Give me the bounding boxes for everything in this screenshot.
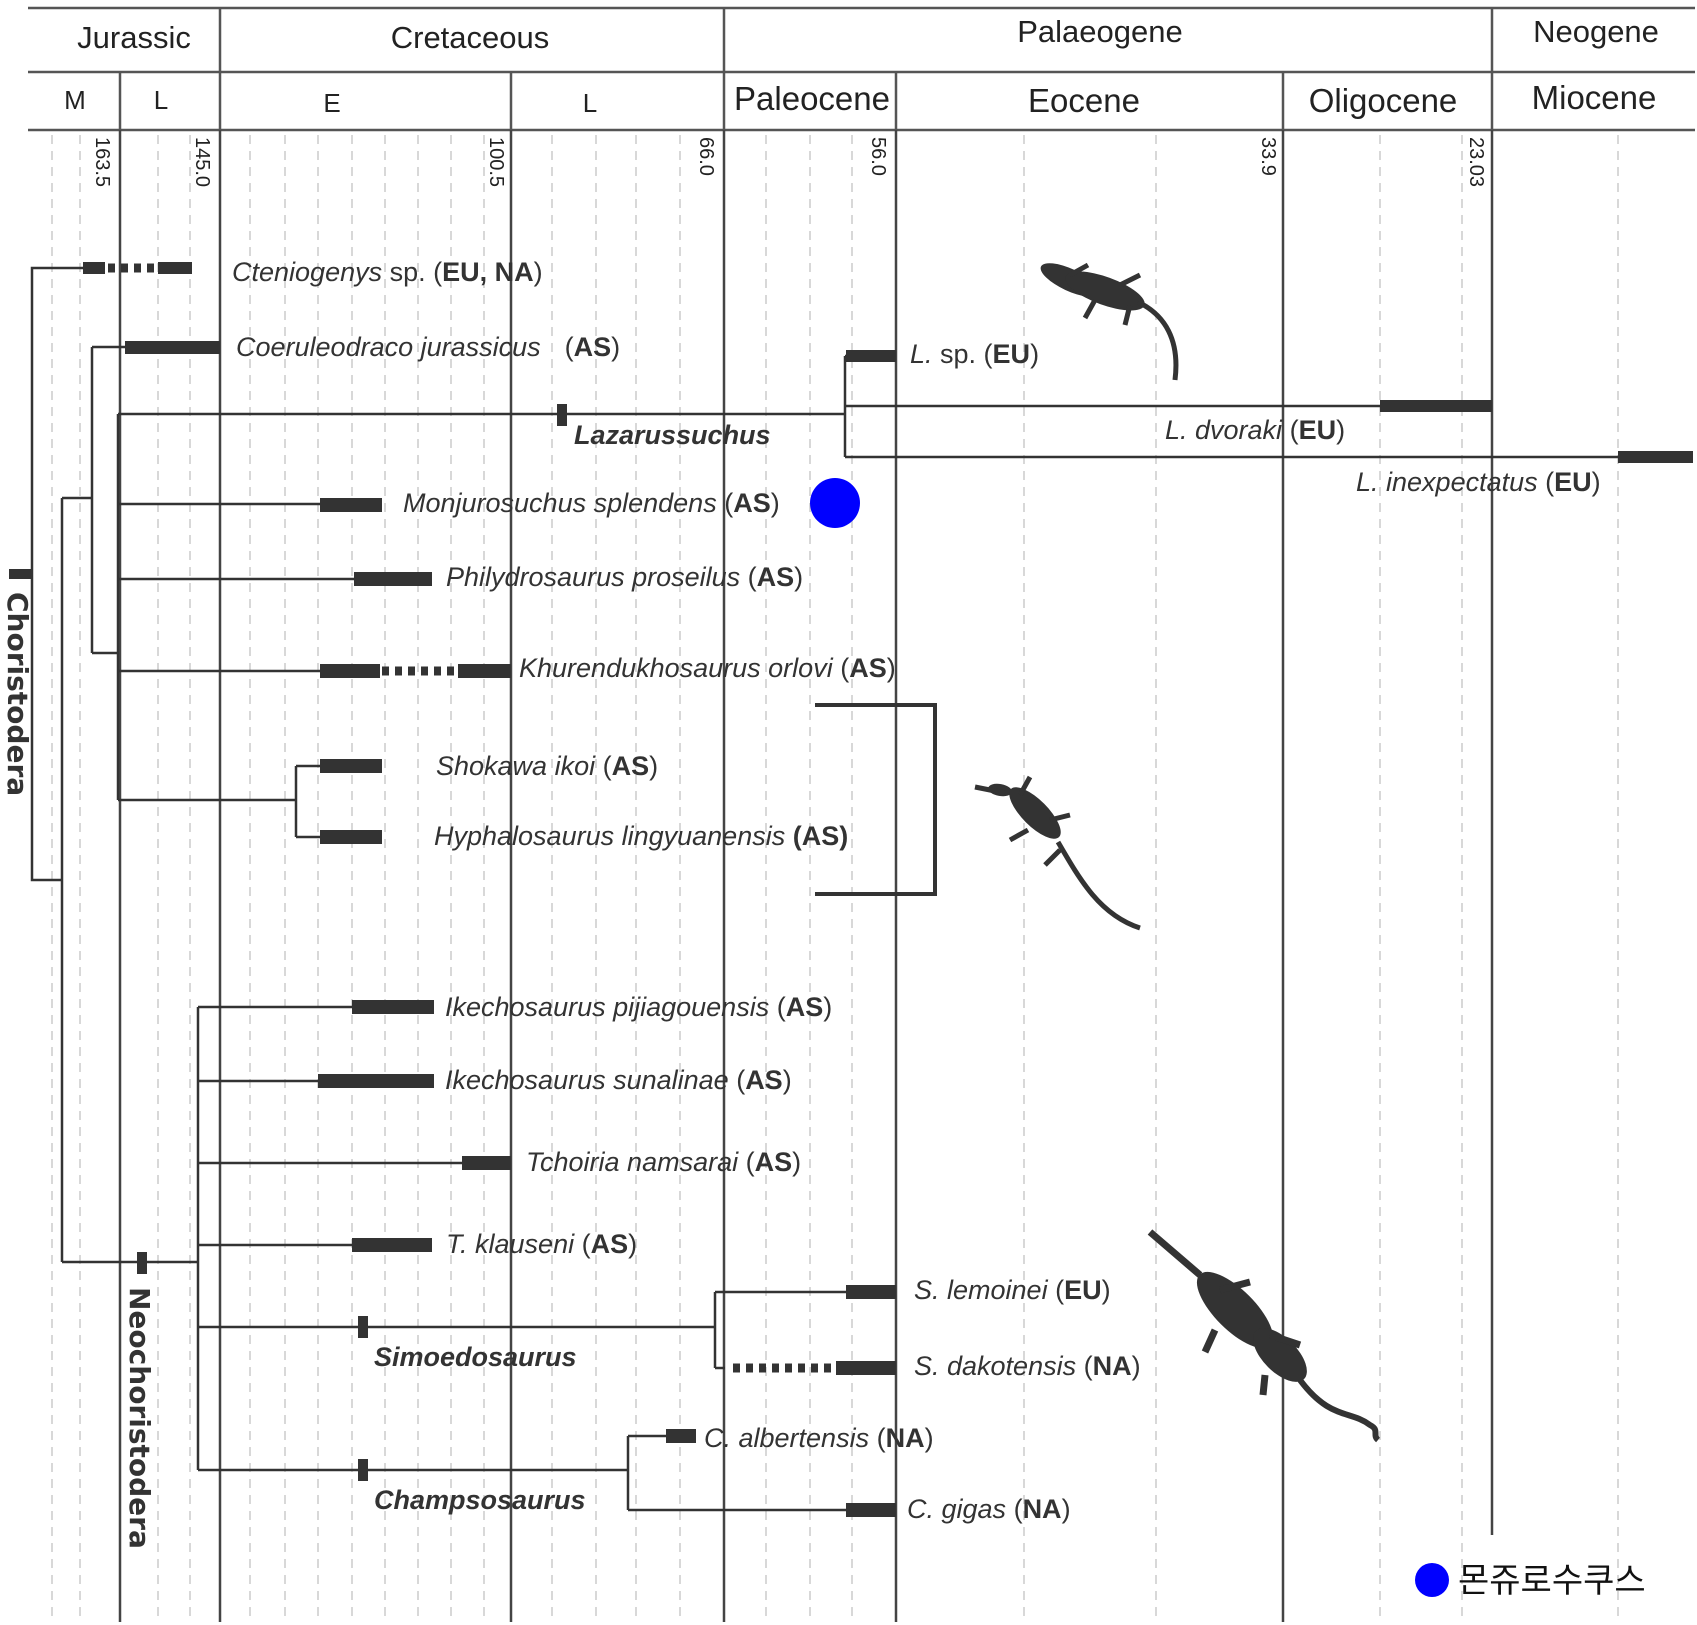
label-ikecho-pij: Ikechosaurus pijiagouensis (AS) bbox=[445, 992, 832, 1022]
label-l-inexpectatus: L. inexpectatus (EU) bbox=[1356, 467, 1601, 497]
epoch-cretaceous-early: E bbox=[323, 88, 340, 118]
range-bar-l-sp bbox=[846, 350, 896, 362]
range-bar-l-inexpectatus bbox=[1618, 451, 1693, 463]
label-monjurosuchus: Monjurosuchus splendens (AS) bbox=[403, 488, 780, 518]
label-s-dakotensis: S. dakotensis (NA) bbox=[914, 1351, 1141, 1381]
epoch-jurassic-late: L bbox=[154, 85, 168, 115]
range-bar-cteniogenys-a bbox=[83, 262, 105, 274]
tree-branches bbox=[30, 266, 1618, 1512]
epoch-miocene: Miocene bbox=[1532, 79, 1657, 116]
choristoderan-silhouette-icon bbox=[974, 775, 1141, 931]
range-bar-l-dvoraki bbox=[1380, 400, 1492, 412]
time-scale-header: Jurassic Cretaceous Palaeogene Neogene M… bbox=[28, 6, 1695, 132]
label-c-gigas: C. gigas (NA) bbox=[907, 1494, 1071, 1524]
label-t-klauseni: T. klauseni (AS) bbox=[446, 1229, 637, 1259]
epoch-eocene: Eocene bbox=[1028, 82, 1140, 119]
range-bar-khurendukhosaurus-a bbox=[320, 664, 380, 678]
label-khurendukhosaurus: Khurendukhosaurus orlovi (AS) bbox=[519, 653, 896, 683]
period-palaeogene: Palaeogene bbox=[1017, 14, 1183, 49]
node-mark-lazarussuchus bbox=[557, 404, 567, 426]
period-cretaceous: Cretaceous bbox=[391, 20, 550, 55]
clade-lazarussuchus: Lazarussuchus bbox=[574, 420, 771, 450]
taxon-labels: Cteniogenys sp. (EU, NA) Coeruleodraco j… bbox=[232, 257, 1601, 1524]
node-mark-simoedosaurus bbox=[358, 1316, 368, 1338]
clade-simoedosaurus: Simoedosaurus bbox=[374, 1342, 577, 1372]
tick-33-9: 33.9 bbox=[1257, 137, 1279, 176]
epoch-cretaceous-late: L bbox=[583, 88, 597, 118]
range-bar-tchoiria bbox=[462, 1156, 511, 1170]
clade-labels: Lazarussuchus Simoedosaurus Champsosauru… bbox=[1, 420, 771, 1549]
tick-163-5: 163.5 bbox=[91, 137, 113, 187]
label-ikecho-sun: Ikechosaurus sunalinae (AS) bbox=[445, 1065, 792, 1095]
tick-56-0: 56.0 bbox=[867, 137, 889, 176]
node-mark-choristodera bbox=[9, 569, 31, 579]
label-l-sp: L. sp. (EU) bbox=[910, 339, 1039, 369]
range-bar-t-klauseni bbox=[352, 1238, 432, 1252]
range-bar-coeruleodraco bbox=[125, 341, 220, 354]
label-hyphalosaurus: Hyphalosaurus lingyuanensis (AS) bbox=[434, 821, 848, 851]
range-bar-c-gigas bbox=[846, 1503, 896, 1517]
range-bars bbox=[9, 262, 1693, 1517]
range-bar-s-dakotensis bbox=[836, 1361, 896, 1375]
range-bar-hyphalosaurus bbox=[320, 830, 382, 844]
epoch-jurassic-middle: M bbox=[64, 85, 86, 115]
range-bar-khurendukhosaurus-b bbox=[458, 664, 511, 678]
tick-100-5: 100.5 bbox=[485, 137, 507, 187]
lizard-silhouette-icon bbox=[1040, 262, 1179, 381]
range-bar-ikecho-sun bbox=[318, 1074, 434, 1088]
clade-champsosaurus: Champsosaurus bbox=[374, 1485, 586, 1515]
label-coeruleodraco: Coeruleodraco jurassicus(AS) bbox=[236, 332, 620, 362]
label-l-dvoraki: L. dvoraki (EU) bbox=[1165, 415, 1345, 445]
monjurosuchus-marker bbox=[810, 478, 860, 528]
epoch-paleocene: Paleocene bbox=[734, 80, 890, 117]
legend: 몬쥬로수쿠스 bbox=[1415, 1561, 1646, 1601]
range-bar-ikecho-pij bbox=[352, 1000, 434, 1014]
clade-neochoristodera: Neochoristodera bbox=[123, 1287, 156, 1549]
period-jurassic: Jurassic bbox=[77, 20, 191, 55]
legend-label: 몬쥬로수쿠스 bbox=[1458, 1561, 1646, 1601]
node-mark-neochoristodera bbox=[137, 1252, 147, 1274]
label-c-albertensis: C. albertensis (NA) bbox=[704, 1423, 934, 1453]
range-bar-philydrosaurus bbox=[354, 572, 432, 586]
tick-66-0: 66.0 bbox=[695, 137, 717, 176]
label-tchoiria: Tchoiria namsarai (AS) bbox=[526, 1147, 801, 1177]
range-bar-shokawa bbox=[320, 759, 382, 773]
age-ticks: 163.5 145.0 100.5 66.0 56.0 33.9 23.03 bbox=[91, 137, 1487, 187]
range-bar-c-albertensis bbox=[666, 1429, 696, 1443]
champsosaur-silhouette-icon bbox=[1147, 1229, 1381, 1443]
epoch-oligocene: Oligocene bbox=[1309, 82, 1458, 119]
label-shokawa: Shokawa ikoi (AS) bbox=[436, 751, 658, 781]
period-neogene: Neogene bbox=[1533, 14, 1659, 49]
label-s-lemoinei: S. lemoinei (EU) bbox=[914, 1275, 1111, 1305]
tick-23-03: 23.03 bbox=[1465, 137, 1487, 187]
legend-swatch bbox=[1415, 1563, 1449, 1597]
label-cteniogenys: Cteniogenys sp. (EU, NA) bbox=[232, 257, 543, 287]
label-philydrosaurus: Philydrosaurus proseilus (AS) bbox=[446, 562, 803, 592]
range-bar-s-lemoinei bbox=[846, 1285, 896, 1299]
range-bar-monjurosuchus bbox=[320, 498, 382, 512]
tick-145-0: 145.0 bbox=[191, 137, 213, 187]
node-mark-champsosaurus bbox=[358, 1459, 368, 1481]
range-bar-cteniogenys-b bbox=[158, 262, 192, 274]
clade-choristodera: Choristodera bbox=[1, 592, 34, 796]
